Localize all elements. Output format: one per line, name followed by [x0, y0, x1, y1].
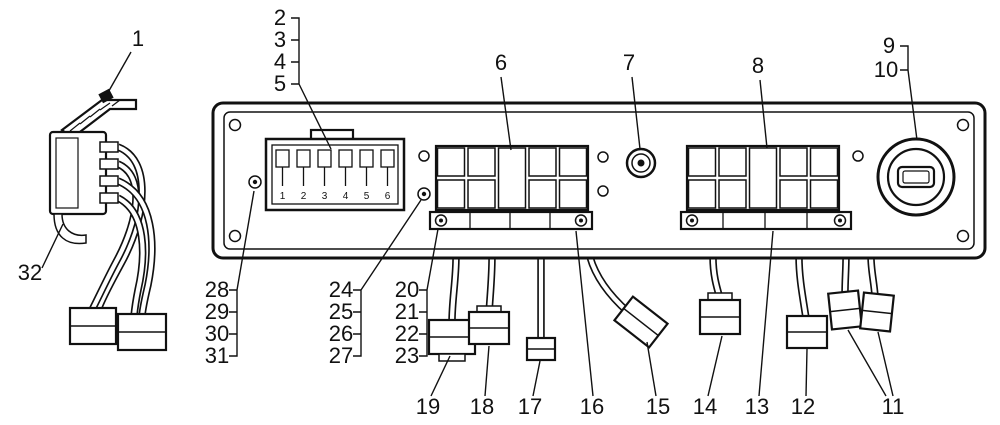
callout-25: 25: [329, 299, 353, 324]
leader-17: [532, 360, 541, 397]
terminal-1-label: 1: [280, 191, 286, 202]
callout-29: 29: [205, 299, 229, 324]
left-harness-connector-b: [116, 312, 168, 352]
connector-terminal-numbers: 1 2 3 4 5 6: [280, 191, 391, 202]
callout-labels: 1 2 3 4 5 6 7 8 9 10 11 12 13 14 15 16 1…: [18, 5, 905, 419]
connector-11-a: [826, 289, 864, 331]
leader-13: [758, 230, 774, 397]
bracket-2-5: [291, 17, 332, 150]
left-harness-wires: [88, 143, 156, 317]
callout-2: 2: [274, 5, 286, 30]
connector-11-b: [858, 291, 896, 333]
bracket-20-23: [419, 228, 439, 357]
panel-inner-frame: [223, 111, 975, 250]
terminal-strip-right: [679, 210, 853, 231]
callout-10: 10: [874, 57, 898, 82]
connector-block: 1 2 3 4 5 6: [264, 128, 406, 212]
leader-16: [575, 230, 594, 397]
callout-31: 31: [205, 343, 229, 368]
harness-connectors: [427, 289, 896, 362]
push-button: [625, 147, 657, 179]
main-fuse-panel: 1 2 3 4 5 6: [211, 101, 987, 260]
callout-6: 6: [495, 50, 507, 75]
callout-23: 23: [395, 343, 419, 368]
fuse-grid-right: [685, 144, 841, 212]
bracket-hatching: [69, 99, 121, 132]
callout-19: 19: [416, 394, 440, 419]
leader-15: [646, 341, 657, 397]
leader-6: [500, 76, 512, 151]
callout-leaders: [41, 17, 918, 397]
leader-1: [105, 51, 132, 97]
callout-27: 27: [329, 343, 353, 368]
callout-16: 16: [580, 394, 604, 419]
terminal-4-label: 4: [343, 191, 349, 202]
callout-24: 24: [329, 277, 353, 302]
bracket-24-27: [353, 199, 422, 357]
connector-block-pins: [275, 149, 395, 186]
callout-28: 28: [205, 277, 229, 302]
left-harness-connector-a: [68, 306, 118, 346]
callout-7: 7: [623, 50, 635, 75]
callout-12: 12: [791, 394, 815, 419]
callout-20: 20: [395, 277, 419, 302]
callout-21: 21: [395, 299, 419, 324]
callout-15: 15: [646, 394, 670, 419]
leader-14: [707, 335, 723, 397]
connector-18: [467, 305, 511, 346]
relay-terminals: [99, 141, 119, 204]
connector-15: [612, 295, 670, 349]
callout-18: 18: [470, 394, 494, 419]
callout-22: 22: [395, 321, 419, 346]
leader-11: [847, 329, 894, 397]
callout-26: 26: [329, 321, 353, 346]
callout-13: 13: [745, 394, 769, 419]
terminal-3-label: 3: [322, 191, 328, 202]
terminal-5-label: 5: [364, 191, 370, 202]
callout-17: 17: [518, 394, 542, 419]
terminal-6-label: 6: [385, 191, 391, 202]
panel-mounting-holes: [228, 118, 970, 243]
callout-9: 9: [883, 33, 895, 58]
callout-1: 1: [132, 26, 144, 51]
callout-5: 5: [274, 71, 286, 96]
callout-30: 30: [205, 321, 229, 346]
leader-19: [430, 355, 451, 397]
power-socket: [876, 137, 956, 217]
callout-8: 8: [752, 53, 764, 78]
terminal-2-label: 2: [301, 191, 307, 202]
leader-18: [484, 345, 490, 397]
connector-12: [785, 314, 829, 350]
callout-3: 3: [274, 27, 286, 52]
terminal-strip-left: [428, 210, 594, 231]
panel-screws: [248, 150, 864, 201]
leader-7: [631, 76, 641, 150]
leader-8: [759, 79, 768, 149]
connector-14: [698, 292, 742, 336]
bracket-28-31: [229, 190, 255, 357]
left-bracket-assembly: [48, 88, 168, 352]
fuse-grid-middle: [434, 144, 590, 212]
callout-32: 32: [18, 260, 42, 285]
bracket-9-10: [900, 45, 918, 141]
relay-body-detail: [55, 137, 79, 209]
bracket-hook: [53, 213, 87, 245]
callout-11: 11: [882, 394, 905, 419]
callout-14: 14: [693, 394, 717, 419]
callout-4: 4: [274, 49, 286, 74]
leader-12: [805, 348, 808, 397]
leader-32: [41, 223, 64, 269]
connector-17: [525, 336, 557, 362]
